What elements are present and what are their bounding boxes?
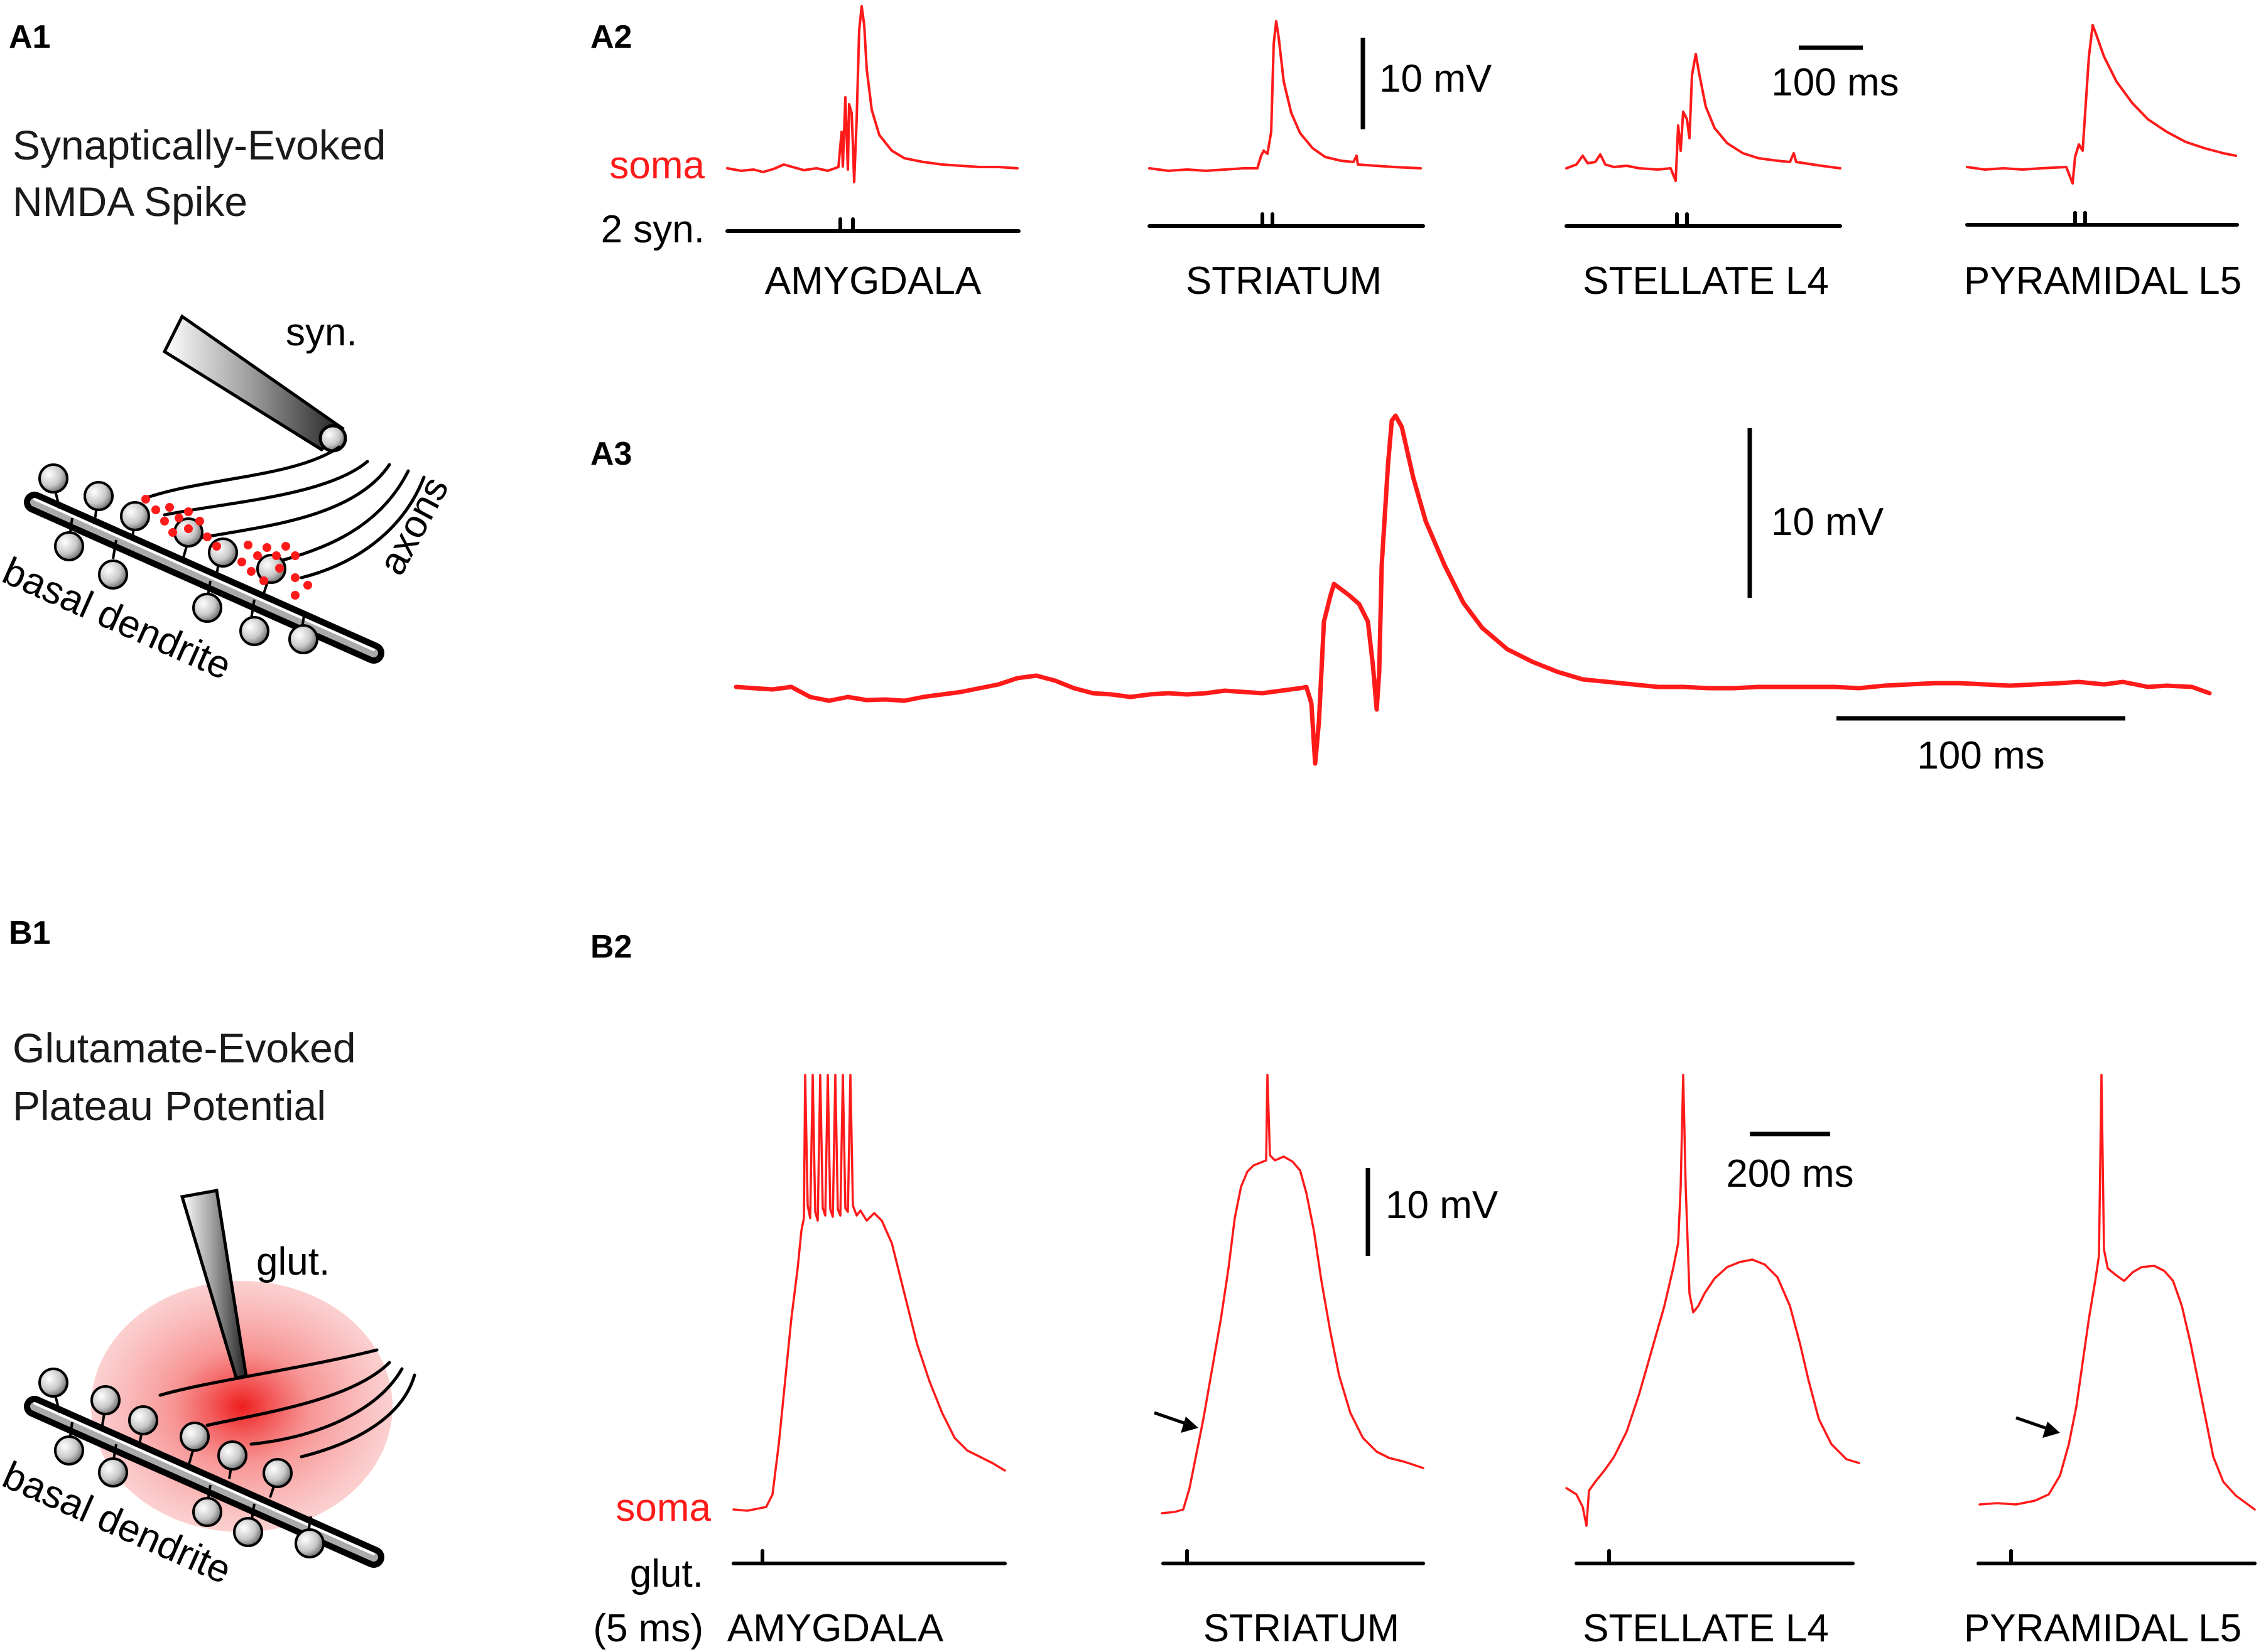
a2-scale-ms-label: 100 ms	[1771, 61, 1899, 104]
b1-title-line2: Plateau Potential	[13, 1082, 326, 1129]
b2-trace-stellate	[1565, 1074, 1860, 1527]
a3-scale-mv-label: 10 mV	[1771, 500, 1884, 544]
b2-arrow-icon-pyramidal	[2015, 1416, 2060, 1438]
a2-scale-bars: 10 mV 100 ms	[1360, 38, 1899, 129]
b2-stim-label-line2: (5 ms)	[593, 1607, 703, 1650]
a2-cell-stellate: STELLATE L4	[1564, 53, 1842, 303]
a1-schematic: syn. axons	[0, 311, 457, 688]
b2-cell-label-stellate: STELLATE L4	[1583, 1607, 1829, 1650]
a1-electrode-label: syn.	[286, 311, 357, 354]
b2-stim-label-line1: glut.	[630, 1552, 703, 1595]
b2-cell-pyramidal: PYRAMIDAL L5	[1964, 1074, 2257, 1650]
b1-title-line1: Glutamate-Evoked	[13, 1025, 356, 1071]
b1-schematic: glut.	[0, 1189, 416, 1592]
b2-scale-bars: 10 mV 200 ms	[1365, 1131, 1854, 1256]
panel-label-b1: B1	[9, 915, 50, 951]
b2-trace-pyramidal	[1978, 1074, 2256, 1511]
b2-cell-label-amygdala: AMYGDALA	[727, 1607, 944, 1650]
a2-cell-striatum: STRIATUM	[1147, 20, 1425, 303]
b2-scale-mv-label: 10 mV	[1385, 1184, 1499, 1227]
a1-spines	[38, 463, 318, 654]
b2-scale-ms-label: 200 ms	[1726, 1152, 1853, 1196]
b1-electrode-label: glut.	[256, 1240, 330, 1283]
a1-title-line2: NMDA Spike	[13, 178, 247, 225]
syn-electrode-icon	[162, 314, 347, 453]
b2-cell-label-pyramidal: PYRAMIDAL L5	[1964, 1607, 2242, 1650]
panel-label-b2: B2	[590, 929, 632, 965]
b2-cell-stellate: STELLATE L4	[1565, 1074, 1860, 1650]
b2-cell-amygdala: AMYGDALA	[727, 1074, 1007, 1650]
panel-label-a2: A2	[590, 19, 632, 55]
b2-arrow-icon-striatum	[1154, 1411, 1198, 1433]
a2-cell-label-stellate: STELLATE L4	[1583, 259, 1829, 303]
b1-spines	[38, 1368, 325, 1558]
a2-trace-amygdala	[726, 5, 1019, 183]
a1-dendrite	[24, 492, 384, 664]
b1-axons-icon	[158, 1348, 416, 1459]
b2-cell-label-striatum: STRIATUM	[1203, 1607, 1399, 1650]
a2-trace-pyramidal	[1966, 24, 2237, 185]
a1-axons-label: axons	[370, 470, 457, 581]
b2-trace-striatum	[1161, 1074, 1424, 1514]
a2-cell-amygdala: AMYGDALA	[725, 5, 1021, 303]
a2-stim-label: 2 syn.	[601, 208, 705, 251]
a2-cell-label-amygdala: AMYGDALA	[765, 259, 982, 303]
a2-soma-label: soma	[609, 144, 705, 187]
a3-trace-panel: 10 mV 100 ms	[734, 413, 2212, 777]
a2-scale-mv-label: 10 mV	[1379, 57, 1492, 100]
a3-scale-ms-label: 100 ms	[1917, 734, 2044, 777]
a1-title-line1: Synaptically-Evoked	[13, 122, 386, 168]
b2-soma-label: soma	[615, 1486, 711, 1530]
a2-cell-pyramidal: PYRAMIDAL L5	[1964, 24, 2242, 303]
a2-trace-striatum	[1148, 20, 1422, 172]
b2-cell-striatum: STRIATUM	[1154, 1074, 1425, 1650]
b2-trace-amygdala	[732, 1074, 1006, 1512]
panel-label-a1: A1	[9, 19, 50, 55]
panel-label-a3: A3	[590, 436, 632, 472]
a2-trace-stellate	[1565, 53, 1841, 182]
a2-cell-label-striatum: STRIATUM	[1186, 259, 1382, 303]
a3-trace	[734, 413, 2212, 766]
synapse-dots	[141, 495, 312, 600]
a2-cell-label-pyramidal: PYRAMIDAL L5	[1964, 259, 2242, 303]
